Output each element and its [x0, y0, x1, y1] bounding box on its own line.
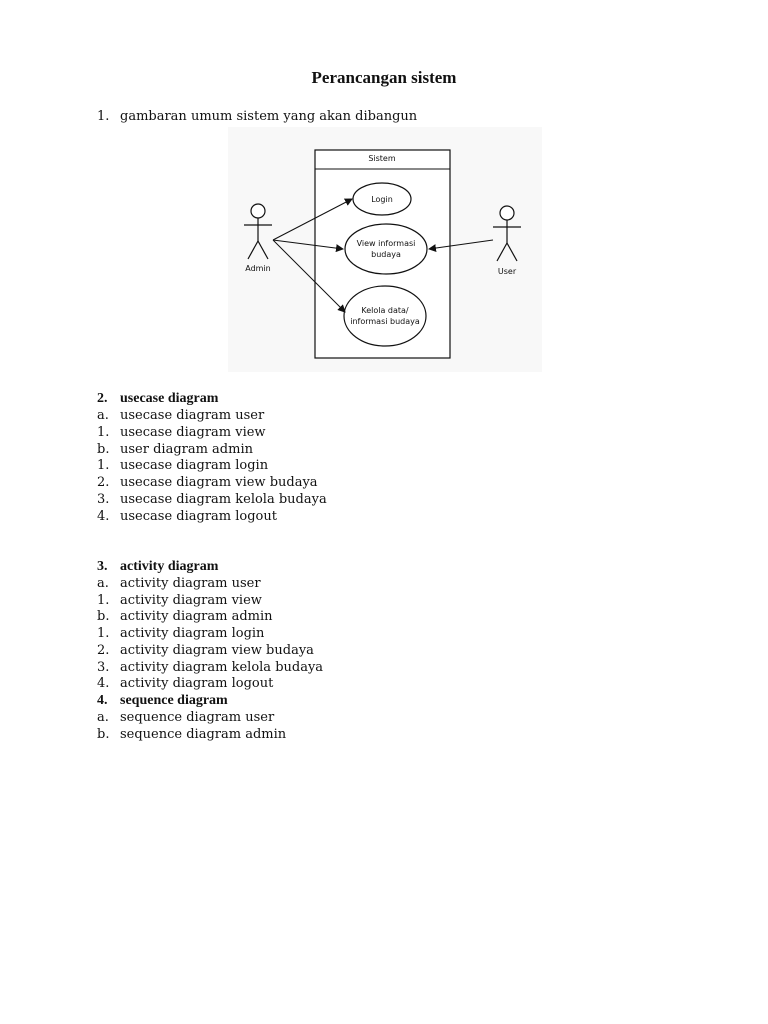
usecase-view-label-line2: budaya	[371, 250, 401, 259]
association-user-view	[428, 239, 494, 252]
list-marker: 3.	[97, 660, 110, 675]
list-item: 1. activity diagram view	[97, 593, 262, 609]
system-label: Sistem	[368, 154, 396, 163]
section-1-text: gambaran umum sistem yang akan dibangun	[120, 109, 418, 124]
list-item: 4. usecase diagram logout	[97, 509, 277, 525]
list-text: usecase diagram user	[120, 408, 265, 423]
association-admin-login	[272, 198, 353, 241]
list-text: user diagram admin	[120, 442, 253, 457]
list-marker: 3.	[97, 492, 110, 507]
list-item: 2. usecase diagram view budaya	[97, 475, 318, 491]
list-item: a. activity diagram user	[97, 576, 261, 592]
usecase-kelola-label-line2: informasi budaya	[350, 317, 420, 326]
list-marker: a.	[97, 710, 109, 725]
section-2-number: 2.	[97, 391, 108, 406]
section-4-heading: 4. sequence diagram	[97, 693, 228, 709]
section-2-title: usecase diagram	[120, 391, 219, 406]
list-item: a. sequence diagram user	[97, 710, 274, 726]
section-3-number: 3.	[97, 559, 108, 574]
document-title: Perancangan sistem	[311, 68, 457, 87]
list-text: activity diagram user	[120, 576, 261, 591]
usecase-login-label: Login	[371, 195, 393, 204]
list-marker: a.	[97, 576, 109, 591]
section-4-title: sequence diagram	[120, 693, 228, 708]
actor-admin-label: Admin	[245, 264, 271, 273]
list-text: usecase diagram view budaya	[120, 475, 318, 490]
section-3-heading: 3. activity diagram	[97, 559, 218, 575]
list-item: 3. usecase diagram kelola budaya	[97, 492, 327, 508]
section-3-title: activity diagram	[120, 559, 219, 574]
list-item: b. sequence diagram admin	[97, 727, 286, 743]
list-text: activity diagram view budaya	[120, 643, 314, 658]
list-item: 3. activity diagram kelola budaya	[97, 660, 323, 676]
list-text: activity diagram kelola budaya	[120, 660, 324, 675]
list-text: usecase diagram view	[120, 425, 266, 440]
list-marker: b.	[97, 609, 110, 624]
usecase-login	[352, 182, 412, 216]
list-text: activity diagram login	[120, 626, 265, 641]
list-marker: 1.	[97, 458, 110, 473]
list-item: 4. activity diagram logout	[97, 676, 273, 692]
list-item: 1. activity diagram login	[97, 626, 264, 642]
list-text: activity diagram logout	[120, 676, 274, 691]
list-text: sequence diagram user	[120, 710, 275, 725]
list-marker: 1.	[97, 626, 110, 641]
list-marker: 1.	[97, 593, 110, 608]
section-2-heading: 2. usecase diagram	[97, 391, 218, 407]
list-marker: 4.	[97, 676, 110, 691]
use-case-diagram: Sistem Login View informasi budaya Kelol…	[228, 127, 542, 372]
list-text: usecase diagram logout	[120, 509, 277, 524]
list-item: b. user diagram admin	[97, 442, 253, 458]
list-text: usecase diagram login	[120, 458, 269, 473]
list-marker: 4.	[97, 509, 110, 524]
list-text: activity diagram admin	[120, 609, 273, 624]
usecase-kelola-data	[343, 285, 427, 347]
list-text: sequence diagram admin	[120, 727, 287, 742]
list-marker: b.	[97, 727, 110, 742]
usecase-kelola-label-line1: Kelola data/	[361, 306, 409, 315]
actor-user	[493, 205, 521, 262]
usecase-view-informasi	[344, 223, 428, 275]
list-item: 1. usecase diagram view	[97, 425, 266, 441]
list-marker: 1.	[97, 425, 110, 440]
list-text: usecase diagram kelola budaya	[120, 492, 327, 507]
association-admin-kelola	[272, 239, 346, 313]
usecase-view-label-line1: View informasi	[357, 239, 416, 248]
list-item: 2. activity diagram view budaya	[97, 643, 314, 659]
list-marker: 2.	[97, 643, 110, 658]
section-1-line: 1. gambaran umum sistem yang akan dibangu…	[97, 109, 417, 125]
actor-admin	[244, 203, 272, 260]
section-1-number: 1.	[97, 109, 110, 124]
list-marker: b.	[97, 442, 110, 457]
list-text: activity diagram view	[120, 593, 262, 608]
list-marker: a.	[97, 408, 109, 423]
list-item: a. usecase diagram user	[97, 408, 264, 424]
list-marker: 2.	[97, 475, 110, 490]
list-item: 1. usecase diagram login	[97, 458, 268, 474]
section-4-number: 4.	[97, 693, 108, 708]
actor-user-label: User	[498, 267, 517, 276]
association-admin-view	[272, 239, 344, 253]
list-item: b. activity diagram admin	[97, 609, 273, 625]
